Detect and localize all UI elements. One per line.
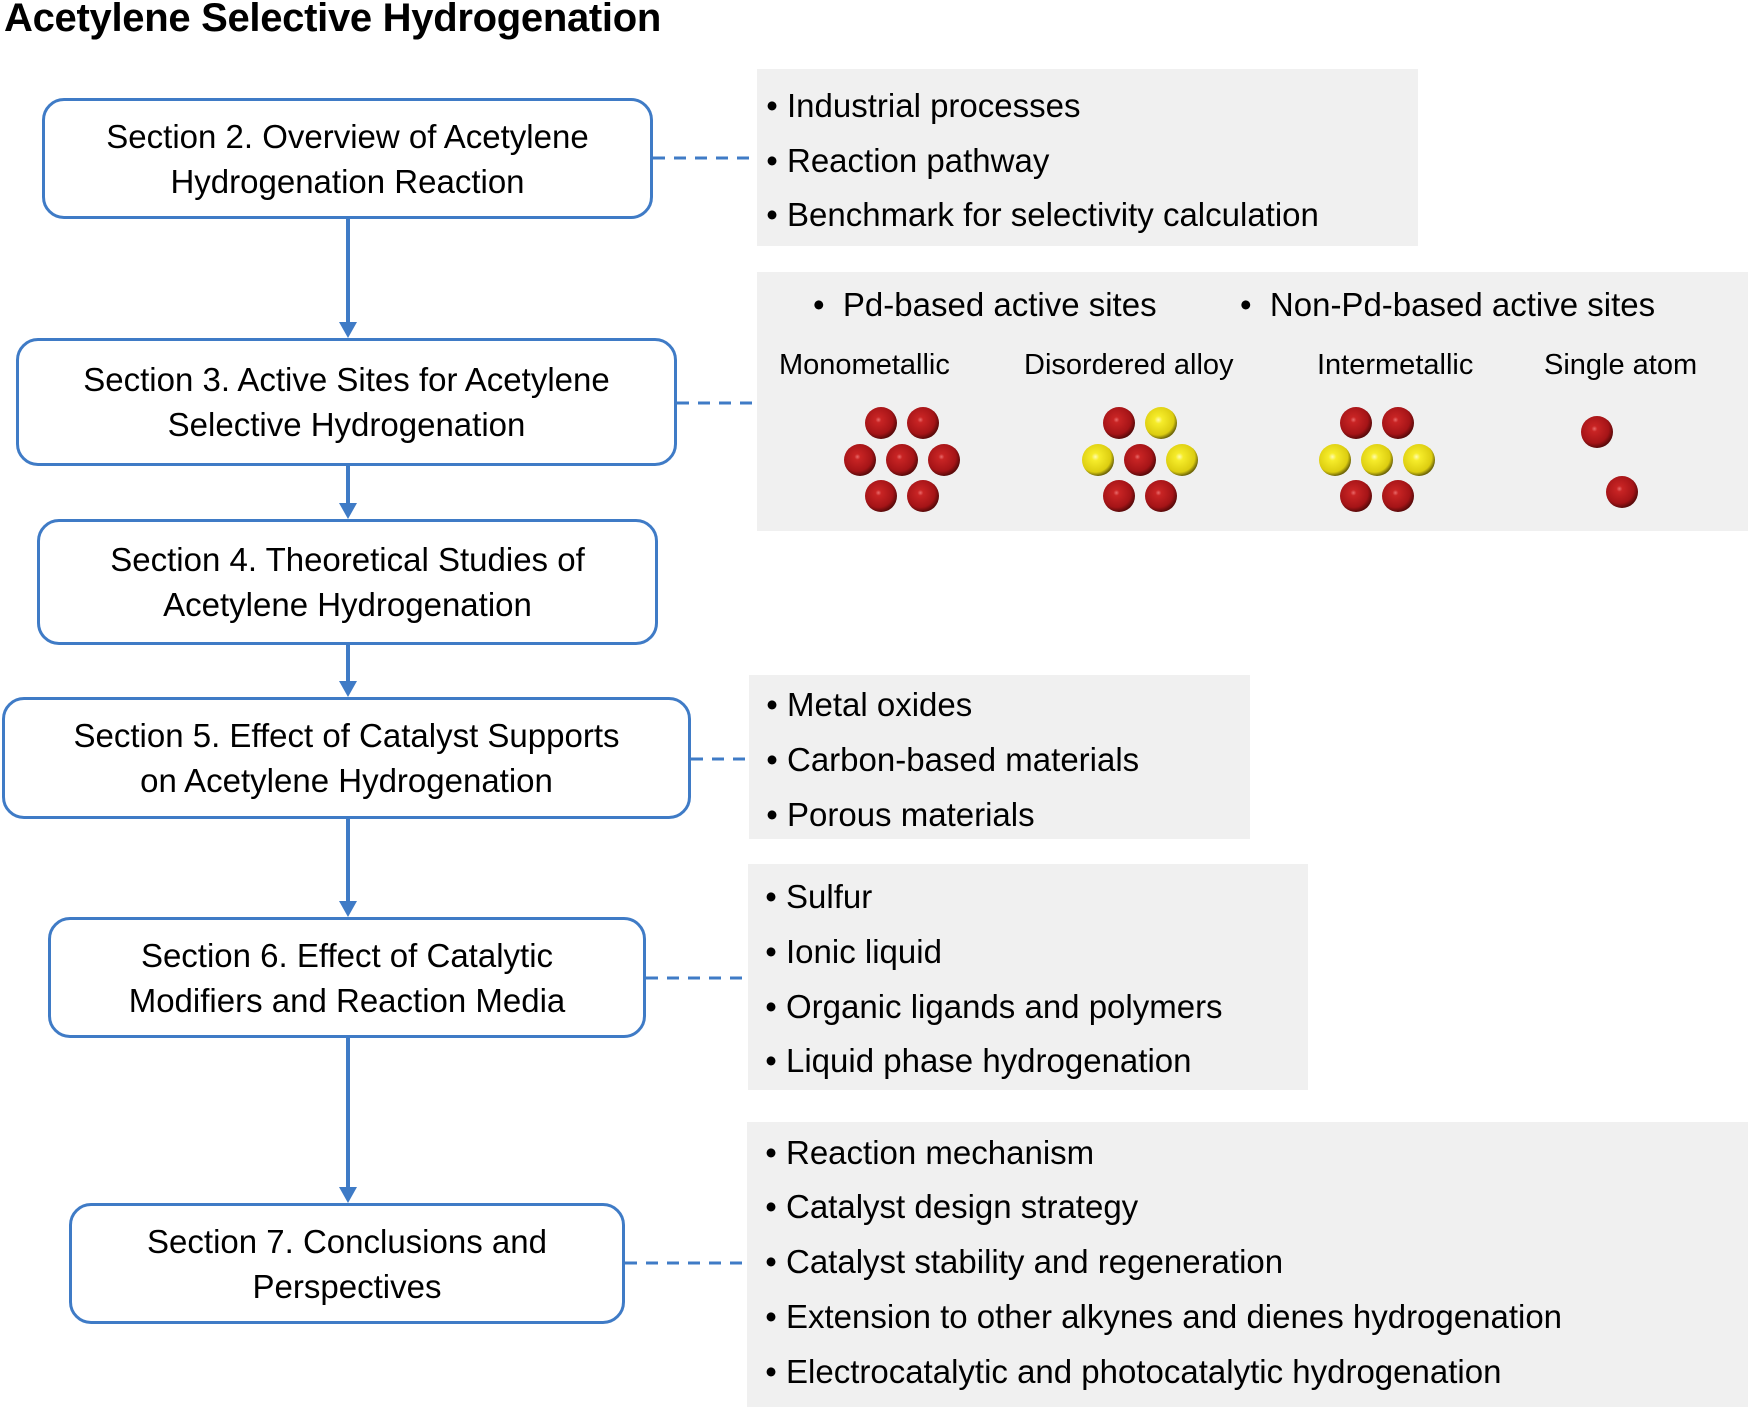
header-text: Non-Pd-based active sites: [1269, 286, 1656, 323]
section-7-line-2: Perspectives: [252, 1267, 442, 1305]
bullet-dot: •: [766, 741, 778, 778]
section-box-7: Section 7. Conclusions and Perspectives: [69, 1203, 625, 1324]
section-box-5: Section 5. Effect of Catalyst Supports o…: [2, 697, 691, 819]
flow-arrow-s5-s6: [339, 819, 357, 917]
bullet-text: Industrial processes: [787, 87, 1081, 124]
section-box-4: Section 4. Theoretical Studies of Acetyl…: [37, 519, 658, 645]
section-4-line-2: Acetylene Hydrogenation: [163, 586, 532, 623]
bullet-dot: •: [765, 1353, 777, 1390]
bullet-dot: •: [765, 933, 777, 970]
section-6-line-1: Section 6. Effect of Catalytic: [140, 936, 554, 974]
flow-arrow-s3-s4: [339, 466, 357, 519]
bullet-text: Benchmark for selectivity calculation: [787, 196, 1319, 233]
bullet-dot: •: [765, 988, 777, 1025]
bullet-dot: •: [1240, 286, 1252, 323]
bullet-text: Catalyst stability and regeneration: [786, 1243, 1284, 1280]
bullet-text: Electrocatalytic and photocatalytic hydr…: [786, 1353, 1502, 1390]
bullet-dot: •: [766, 196, 778, 233]
section-3-line-2: Selective Hydrogenation: [167, 406, 526, 443]
site-type-label-single-atom: Single atom: [1544, 349, 1698, 381]
section-7-line-1: Section 7. Conclusions and: [147, 1222, 547, 1260]
bullet-text: Porous materials: [787, 796, 1035, 833]
section-6-line-2: Modifiers and Reaction Media: [128, 981, 566, 1019]
bullet-dot: •: [765, 1243, 777, 1280]
bullet-text: Sulfur: [786, 878, 873, 915]
bullet-text: Carbon-based materials: [787, 741, 1140, 778]
section-box-3: Section 3. Active Sites for Acetylene Se…: [16, 338, 677, 466]
flow-arrow-s4-s5: [339, 645, 357, 697]
bullet-dot: •: [765, 1134, 777, 1171]
bullet-dot: •: [765, 1042, 777, 1079]
section-5-line-2: on Acetylene Hydrogenation: [140, 762, 553, 799]
panel-supports: [749, 675, 1250, 839]
section-box-6: Section 6. Effect of Catalytic Modifiers…: [48, 917, 646, 1038]
site-type-label-intermetallic: Intermetallic: [1317, 349, 1474, 381]
flow-arrow-s2-s3: [339, 219, 357, 338]
bullet-text: Organic ligands and polymers: [786, 988, 1223, 1025]
bullet-dot: •: [765, 878, 777, 915]
active-sites-header-pd: • Pd-based active sites: [813, 285, 1157, 325]
bullet-dot: •: [766, 142, 778, 179]
section-5-line-1: Section 5. Effect of Catalyst Supports: [73, 717, 620, 754]
diagram-title: Acetylene Selective Hydrogenation: [4, 0, 661, 40]
bullet-text: Catalyst design strategy: [786, 1188, 1139, 1225]
bullet-text: Ionic liquid: [786, 933, 942, 970]
section-box-2: Section 2. Overview of Acetylene Hydroge…: [42, 98, 653, 219]
bullet-text: Extension to other alkynes and dienes hy…: [786, 1298, 1563, 1335]
header-text: Pd-based active sites: [842, 286, 1157, 323]
section-3-line-1: Section 3. Active Sites for Acetylene: [83, 361, 610, 398]
bullet-dot: •: [765, 1298, 777, 1335]
panel-modifiers: [748, 864, 1308, 1090]
bullet-text: Reaction pathway: [787, 142, 1050, 179]
bullet-dot: •: [766, 87, 778, 124]
section-2-line-1: Section 2. Overview of Acetylene: [106, 117, 589, 155]
section-4-line-1: Section 4. Theoretical Studies of: [110, 541, 585, 578]
bullet-text: Metal oxides: [787, 686, 973, 723]
bullet-text: Liquid phase hydrogenation: [786, 1042, 1192, 1079]
panel-perspectives: [747, 1122, 1748, 1407]
section-2-line-2: Hydrogenation Reaction: [170, 162, 525, 200]
flow-arrow-s6-s7: [339, 1038, 357, 1203]
site-type-label-monometallic: Monometallic: [779, 349, 950, 381]
bullet-dot: •: [813, 286, 825, 323]
panel-overview: [757, 69, 1418, 246]
bullet-dot: •: [766, 686, 778, 723]
active-sites-header-non-pd: • Non-Pd-based active sites: [1240, 285, 1655, 325]
bullet-text: Reaction mechanism: [786, 1134, 1095, 1171]
bullet-dot: •: [766, 796, 778, 833]
bullet-dot: •: [765, 1188, 777, 1225]
site-type-label-disordered-alloy: Disordered alloy: [1024, 349, 1234, 381]
